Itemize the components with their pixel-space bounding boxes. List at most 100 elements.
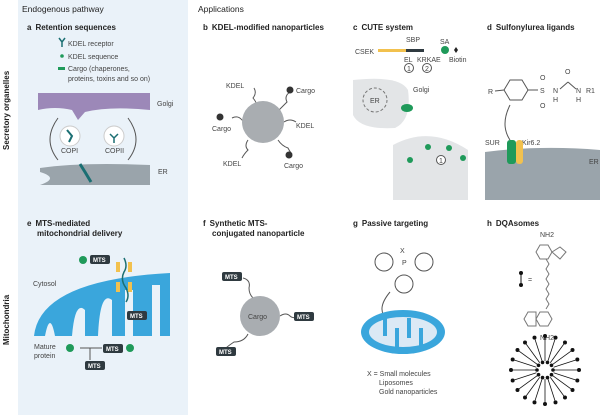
endogenous-panel-background — [18, 0, 188, 415]
cargo-label: Cargo — [212, 126, 231, 133]
arrow-icon — [504, 104, 511, 141]
panel-title: mitochondrial delivery — [37, 229, 123, 238]
mts-label: MTS — [106, 347, 119, 353]
panel-title: Passive targeting — [362, 219, 428, 228]
inner-head-group — [540, 360, 545, 365]
kdel-sequence-icon — [60, 54, 64, 58]
panel-letter: h — [487, 219, 492, 228]
inner-head-group — [549, 372, 554, 377]
inner-head-group — [545, 360, 550, 365]
panel-letter: g — [353, 219, 358, 228]
legend-item: KDEL sequence — [68, 54, 118, 61]
step-1-badge — [436, 155, 446, 165]
lipid-tail — [547, 339, 556, 362]
cargo-protein-icon — [79, 256, 87, 264]
head-group — [562, 340, 567, 345]
er-swirl — [362, 87, 388, 113]
sbp-label: SBP — [406, 37, 420, 44]
panel-letter: c — [353, 23, 358, 32]
head-group — [515, 387, 520, 392]
head-group — [570, 348, 575, 353]
mts-tag — [222, 272, 242, 281]
sur-label: SUR — [485, 140, 500, 147]
biotin-icon — [454, 47, 458, 53]
cargo-label: Cargo — [284, 163, 303, 170]
lipid-tail — [514, 372, 537, 381]
er-label: ER — [370, 98, 380, 105]
panel-title: MTS-mediated — [35, 219, 90, 228]
legend-item: proteins, toxins and so on) — [68, 76, 150, 83]
atom-s: S — [540, 88, 545, 95]
lipid-tail — [534, 378, 543, 401]
lipid-tail — [525, 377, 541, 397]
atom-o: O — [540, 75, 546, 82]
panel-title: KDEL-modified nanoparticles — [212, 23, 325, 32]
lipid-tail — [553, 359, 576, 368]
inner-head-group — [535, 368, 539, 372]
er-label: ER — [589, 159, 599, 166]
arrow-icon — [127, 117, 137, 161]
sa-label: SA — [440, 39, 450, 46]
kdel-label: KDEL — [296, 123, 314, 130]
el-label: EL — [404, 57, 413, 64]
head-group — [509, 368, 513, 372]
head-group — [543, 334, 547, 338]
mts-tag — [85, 361, 105, 370]
head-group — [562, 395, 567, 400]
header-applications: Applications — [198, 4, 244, 14]
mts-tag — [90, 255, 110, 264]
head-group — [553, 400, 558, 405]
head-group — [523, 340, 528, 345]
lipid-tail — [514, 359, 537, 368]
mts-label: MTS — [219, 350, 232, 356]
copi-vesicle — [59, 125, 81, 147]
nh2-label: NH2 — [540, 335, 554, 342]
copii-vesicle — [103, 125, 125, 147]
sur-channel — [507, 140, 516, 164]
benzene-ring — [503, 79, 529, 101]
panel-title: Sulfonylurea ligands — [496, 23, 575, 32]
head-group — [553, 335, 558, 340]
arrow-icon — [49, 117, 59, 161]
lipid-tail — [547, 378, 556, 401]
mts-label: MTS — [88, 364, 101, 370]
inner-head-group — [536, 363, 541, 368]
lipid-tail — [553, 372, 576, 381]
panel-title: conjugated nanoparticle — [212, 229, 305, 238]
copii-label: COPII — [105, 148, 124, 155]
kdel-receptor-icon — [58, 37, 66, 47]
head-group — [543, 402, 547, 406]
er-membrane — [485, 147, 600, 200]
head-group — [510, 378, 515, 383]
cargo-label: Cargo — [296, 88, 315, 95]
head-group — [510, 357, 515, 362]
lipid-tail — [549, 377, 565, 397]
lipid-tail — [518, 374, 538, 390]
cell-bottom — [393, 136, 468, 200]
panel-title: Retention sequences — [35, 23, 116, 32]
step-number: 2 — [425, 66, 429, 73]
atom-n: N — [553, 88, 558, 95]
phenyl-rings — [374, 252, 434, 294]
head-group — [570, 387, 575, 392]
atom-h: H — [576, 97, 581, 104]
atom-h: H — [553, 97, 558, 104]
mts-label: MTS — [297, 315, 310, 321]
head-group — [575, 378, 580, 383]
inner-head-group — [549, 363, 554, 368]
head-group — [532, 400, 537, 405]
mts-label: MTS — [130, 314, 143, 320]
header-endogenous: Endogenous pathway — [22, 4, 105, 14]
panel-letter: b — [203, 23, 208, 32]
atom-o: O — [565, 69, 571, 76]
lipid-tail — [552, 374, 572, 390]
cargo-icon — [58, 67, 65, 70]
cell-top — [353, 78, 409, 129]
